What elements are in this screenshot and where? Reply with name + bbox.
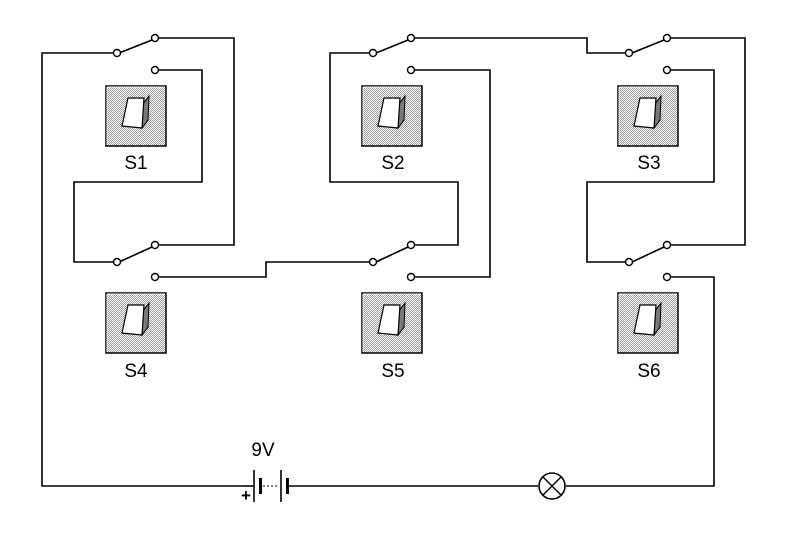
switch-s1-label: S1 [124, 153, 147, 174]
battery-positive-label: + [241, 486, 251, 505]
toggle-switch-icon [105, 292, 167, 354]
toggle-switch-icon [617, 85, 679, 147]
battery-icon [245, 470, 289, 502]
toggle-switch-icon [105, 85, 167, 147]
switch-contacts [112, 33, 672, 282]
battery-voltage-label: 9V [251, 440, 275, 461]
switch-s5-toggle[interactable] [361, 292, 423, 354]
battery: 9V + [241, 440, 289, 505]
switch-s1-toggle[interactable] [105, 85, 167, 147]
switch-s6-label: S6 [637, 361, 660, 382]
switch-s6-toggle[interactable] [617, 292, 679, 354]
switch-s4-toggle[interactable] [105, 292, 167, 354]
switch-s3-label: S3 [637, 153, 660, 174]
switch-s4-label: S4 [124, 361, 148, 382]
wires [41, 37, 746, 487]
lamp-icon [538, 472, 566, 500]
switch-s3-toggle[interactable] [617, 85, 679, 147]
switch-s2-toggle[interactable] [361, 85, 423, 147]
switch-s5-label: S5 [381, 361, 404, 382]
toggle-switch-icon [361, 85, 423, 147]
toggle-switch-icon [617, 292, 679, 354]
switch-s2-label: S2 [381, 153, 404, 174]
toggle-switch-icon [361, 292, 423, 354]
